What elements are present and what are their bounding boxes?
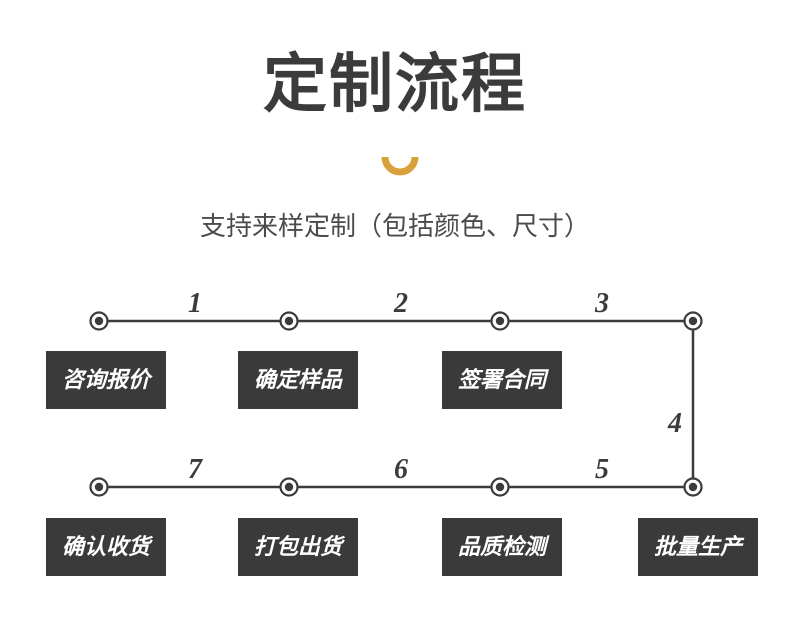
step-box-label: 确认收货: [61, 534, 150, 559]
step-number-1: 1: [188, 288, 202, 319]
step-number-7: 7: [188, 454, 202, 485]
flow-node-top-3: [490, 311, 510, 331]
step-box-quality-inspection[interactable]: 品质检测: [442, 518, 562, 576]
step-box-label: 咨询报价: [61, 367, 150, 392]
step-box-confirm-receipt[interactable]: 确认收货: [46, 518, 166, 576]
flow-node-top-2: [279, 311, 299, 331]
flow-node-bottom-2: [279, 477, 299, 497]
page-subtitle: 支持来样定制（包括颜色、尺寸）: [199, 211, 590, 241]
step-box-confirm-sample[interactable]: 确定样品: [238, 351, 358, 409]
flow-node-bottom-4: [683, 477, 703, 497]
flow-node-bottom-3: [490, 477, 510, 497]
flow-node-top-1: [89, 311, 109, 331]
step-number-3: 3: [595, 288, 609, 319]
step-box-inquiry-quote[interactable]: 咨询报价: [46, 351, 166, 409]
page-title: 定制流程: [263, 48, 527, 120]
step-box-label: 打包出货: [253, 534, 342, 559]
flow-node-top-4: [683, 311, 703, 331]
step-box-label: 批量生产: [653, 534, 742, 559]
step-number-5: 5: [595, 454, 609, 485]
step-box-sign-contract[interactable]: 签署合同: [442, 351, 562, 409]
step-box-label: 确定样品: [253, 367, 342, 392]
step-box-pack-ship[interactable]: 打包出货: [238, 518, 358, 576]
flow-node-bottom-1: [89, 477, 109, 497]
arc-divider-icon: [381, 157, 419, 177]
step-number-4: 4: [668, 408, 682, 439]
step-box-label: 签署合同: [457, 367, 546, 392]
step-box-label: 品质检测: [457, 534, 546, 559]
step-number-6: 6: [394, 454, 408, 485]
step-box-mass-production[interactable]: 批量生产: [638, 518, 758, 576]
step-number-2: 2: [394, 288, 408, 319]
